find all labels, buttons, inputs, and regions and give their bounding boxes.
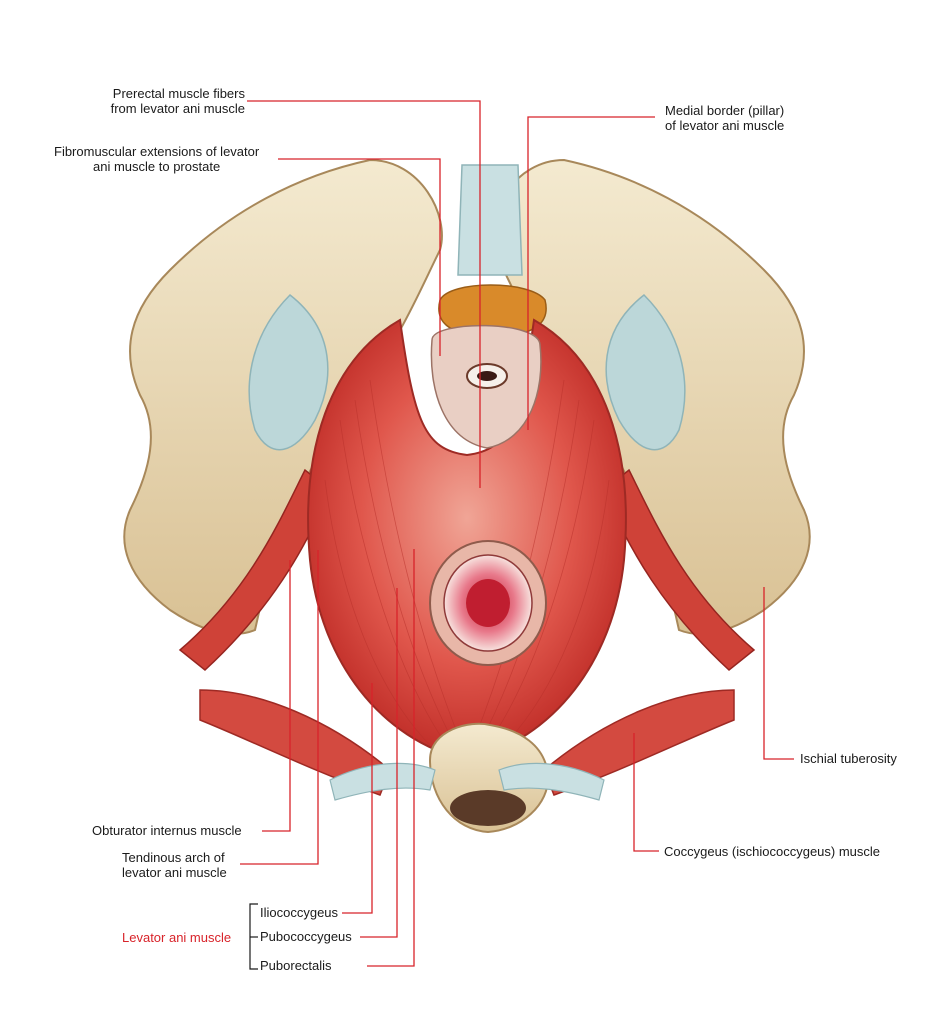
leader-prerectal bbox=[247, 100, 481, 488]
label-prerectal-fibers: Prerectal muscle fibers from levator ani… bbox=[110, 86, 245, 116]
prostate bbox=[438, 284, 547, 339]
leader-iliococcygeus bbox=[342, 683, 373, 914]
leader-lines bbox=[240, 100, 794, 967]
leader-tendinous-arch bbox=[240, 550, 319, 865]
pubic-symphysis bbox=[457, 164, 523, 276]
label-medial-border: Medial border (pillar) of levator ani mu… bbox=[665, 103, 785, 133]
right-obturator-membrane bbox=[605, 294, 686, 451]
leader-pubococcygeus bbox=[360, 588, 398, 938]
label-obturator-internus: Obturator internus muscle bbox=[92, 823, 242, 838]
leader-coccygeus bbox=[633, 733, 659, 852]
label-coccygeus: Coccygeus (ischiococcygeus) muscle bbox=[664, 844, 881, 859]
label-ischial-tuberosity: Ischial tuberosity bbox=[800, 751, 897, 766]
label-tendinous-arch: Tendinous arch of levator ani muscle bbox=[122, 850, 227, 880]
label-fibromuscular-extensions: Fibromuscular extensions of levator ani … bbox=[54, 144, 260, 174]
left-sacrospinous-ligament bbox=[329, 762, 436, 801]
leader-fibromuscular bbox=[278, 158, 441, 356]
label-iliococcygeus: Iliococcygeus bbox=[260, 905, 339, 920]
left-obturator-membrane bbox=[248, 294, 329, 451]
leader-medial-border bbox=[527, 116, 655, 430]
leader-obturator-internus bbox=[262, 560, 291, 832]
label-levator-ani-group: Levator ani muscle bbox=[122, 930, 232, 945]
right-obturator-internus bbox=[603, 468, 756, 671]
leader-puborectalis bbox=[367, 549, 415, 967]
leader-ischial-tuberosity bbox=[763, 587, 794, 760]
label-puborectalis: Puborectalis bbox=[260, 958, 332, 973]
left-obturator-internus bbox=[178, 468, 331, 671]
right-sacrospinous-ligament bbox=[498, 762, 605, 801]
label-pubococcygeus: Pubococcygeus bbox=[260, 929, 352, 944]
levator-ani-muscle bbox=[307, 318, 627, 762]
